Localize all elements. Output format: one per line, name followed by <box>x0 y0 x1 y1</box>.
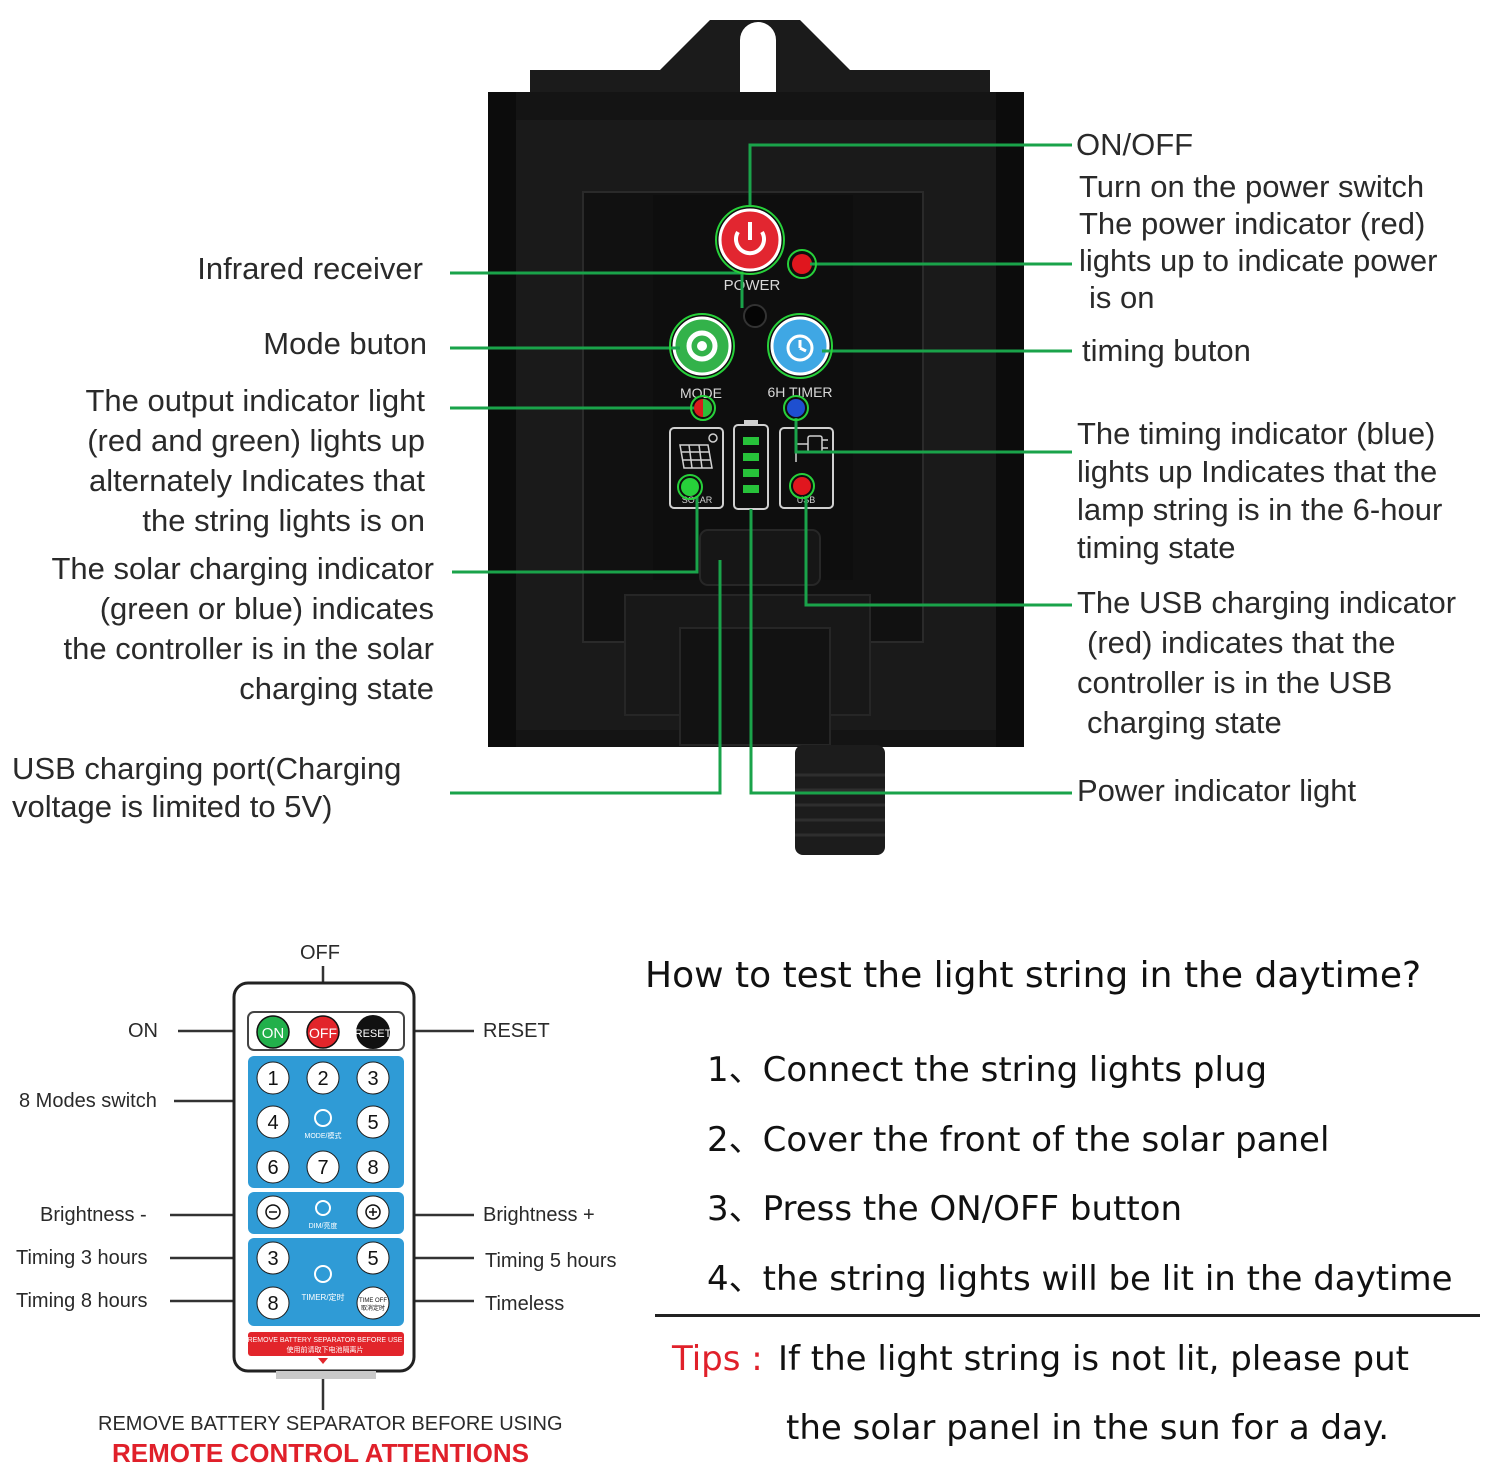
modes-switch-label: 8 Modes switch <box>19 1090 157 1112</box>
mode-6-button[interactable] <box>256 1150 290 1184</box>
svg-text:使用前请取下电池隔离片: 使用前请取下电池隔离片 <box>287 1345 364 1354</box>
power-indicator-led <box>792 254 812 274</box>
timer-8-button[interactable] <box>256 1286 290 1320</box>
solar-charging-led <box>681 478 699 496</box>
svg-text:ON: ON <box>262 1025 285 1042</box>
remote-reset-label: RESET <box>483 1020 550 1042</box>
svg-text:TIMER/定时: TIMER/定时 <box>301 1292 344 1302</box>
brightness-minus-icon <box>265 1204 281 1220</box>
usb-port-label: USB charging port(Charging voltage is li… <box>12 751 402 824</box>
tips-line-2: the solar panel in the sun for a day. <box>786 1408 1390 1448</box>
svg-text:3: 3 <box>367 1068 378 1090</box>
timing-indicator-label: The timing indicator (blue) lights up In… <box>1077 416 1443 565</box>
power-icon <box>734 230 766 256</box>
svg-text:3: 3 <box>267 1248 278 1270</box>
svg-text:TIME OFF: TIME OFF <box>359 1298 387 1304</box>
svg-text:RESET: RESET <box>355 1028 392 1040</box>
solar-panel-icon <box>679 433 718 469</box>
mode-sun-icon[interactable] <box>314 1109 332 1127</box>
svg-text:5: 5 <box>367 1248 378 1270</box>
infrared-receiver-label: Infrared receiver <box>197 251 423 286</box>
timer-3-button[interactable] <box>256 1241 290 1275</box>
battery-separator-strip[interactable] <box>248 1332 404 1356</box>
mode-2-button[interactable] <box>306 1061 340 1095</box>
timing-5-label: Timing 5 hours <box>485 1250 617 1272</box>
mode-8-button[interactable] <box>356 1150 390 1184</box>
svg-text:8: 8 <box>267 1293 278 1315</box>
mode-7-button[interactable] <box>306 1150 340 1184</box>
svg-text:7: 7 <box>317 1157 328 1179</box>
remote-on-button[interactable] <box>256 1015 290 1049</box>
howto-step-1: 1、Connect the string lights plug <box>707 1050 1268 1090</box>
svg-text:MODE/模式: MODE/模式 <box>305 1131 342 1140</box>
remote-reset-button[interactable] <box>356 1015 390 1049</box>
brightness-minus-label: Brightness - <box>40 1204 147 1226</box>
clock-icon <box>786 334 814 362</box>
remote-off-button[interactable] <box>306 1015 340 1049</box>
output-connector <box>795 745 885 855</box>
remote-on-label: ON <box>128 1020 158 1042</box>
brightness-plus-label: Brightness + <box>483 1204 595 1226</box>
arrow-down-icon <box>318 1358 328 1364</box>
howto-step-4: 4、the string lights will be lit in the d… <box>707 1259 1453 1299</box>
usb-port[interactable] <box>699 529 821 586</box>
svg-text:DIM/亮度: DIM/亮度 <box>309 1221 338 1230</box>
timeless-label: Timeless <box>485 1293 565 1315</box>
brightness-plus-icon <box>365 1204 381 1220</box>
time-off-button[interactable] <box>356 1286 390 1320</box>
timer-panel-label: 6H TIMER <box>767 384 832 400</box>
svg-text:8: 8 <box>367 1157 378 1179</box>
svg-text:5: 5 <box>367 1112 378 1134</box>
gear-icon <box>686 330 718 362</box>
alarm-clock-icon <box>314 1265 332 1283</box>
howto-divider <box>655 1314 1480 1317</box>
svg-text:取消定时: 取消定时 <box>361 1304 385 1312</box>
howto-step-2: 2、Cover the front of the solar panel <box>707 1120 1330 1160</box>
svg-text:2: 2 <box>317 1068 328 1090</box>
tips-line-1: If the light string is not lit, please p… <box>778 1339 1409 1379</box>
svg-text:6: 6 <box>267 1157 278 1179</box>
usb-charging-led <box>793 477 811 495</box>
timing-3-label: Timing 3 hours <box>16 1247 148 1269</box>
svg-text:4: 4 <box>267 1112 278 1134</box>
controller-illustration: POWER MODE 6H TIMER SOLAR <box>450 20 1072 855</box>
on-off-description: Turn on the power switch The power indic… <box>1079 169 1438 315</box>
svg-text:OFF: OFF <box>309 1025 337 1041</box>
mode-button-label: Mode buton <box>263 326 427 361</box>
howto-step-3: 3、Press the ON/OFF button <box>707 1189 1183 1229</box>
power-panel-label: POWER <box>724 277 781 294</box>
infrared-receiver <box>743 304 767 328</box>
remote-attention-title: REMOTE CONTROL ATTENTIONS <box>112 1438 529 1468</box>
output-indicator-label: The output indicator light (red and gree… <box>85 383 426 538</box>
mode-panel-label: MODE <box>680 385 722 401</box>
remote-illustration: ON OFF RESET 1 2 3 4 5 6 7 8 MODE/模式 <box>170 966 474 1410</box>
tips-label: Tips : <box>672 1339 763 1379</box>
howto-title: How to test the light string in the dayt… <box>645 955 1422 996</box>
on-off-label: ON/OFF <box>1076 127 1194 162</box>
usb-indicator-label: The USB charging indicator (red) indicat… <box>1077 585 1457 740</box>
timer-5-button[interactable] <box>356 1241 390 1275</box>
power-indicator-label: Power indicator light <box>1077 773 1357 808</box>
dim-icon <box>315 1200 331 1216</box>
timing-indicator-led <box>787 399 805 417</box>
remove-separator-note: REMOVE BATTERY SEPARATOR BEFORE USING <box>98 1413 563 1435</box>
solar-indicator-label: The solar charging indicator (green or b… <box>51 551 434 706</box>
mode-5-button[interactable] <box>356 1105 390 1139</box>
mode-4-button[interactable] <box>256 1105 290 1139</box>
timing-button-label: timing buton <box>1082 333 1251 368</box>
timing-8-label: Timing 8 hours <box>16 1290 148 1312</box>
svg-text:REMOVE BATTERY SEPARATOR BEFOR: REMOVE BATTERY SEPARATOR BEFORE USE <box>248 1337 403 1344</box>
svg-text:1: 1 <box>267 1068 278 1090</box>
mode-3-button[interactable] <box>356 1061 390 1095</box>
mode-1-button[interactable] <box>256 1061 290 1095</box>
remote-off-label: OFF <box>300 942 340 964</box>
